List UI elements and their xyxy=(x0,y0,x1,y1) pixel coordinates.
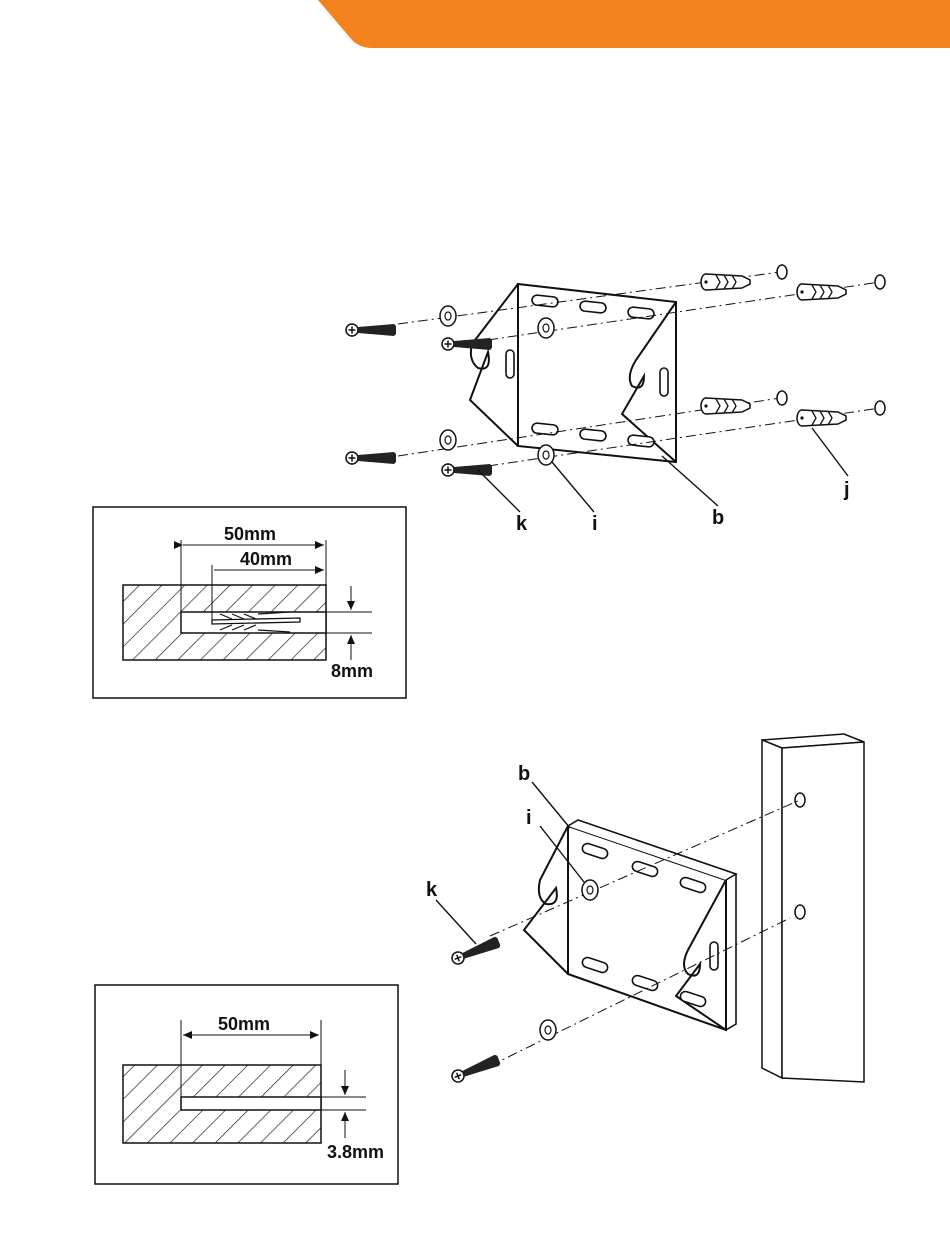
dim-50mm-wood: 50mm xyxy=(218,1014,270,1034)
wood-detail-box: 50mm 3.8mm xyxy=(95,985,398,1184)
callout-b: b xyxy=(712,507,724,529)
callout-k: k xyxy=(516,513,528,535)
callout-k-post: k xyxy=(426,879,438,901)
bracket-b-post xyxy=(524,820,736,1030)
callout-j: j xyxy=(843,479,850,501)
callout-b-post: b xyxy=(518,763,530,785)
dim-8mm: 8mm xyxy=(331,661,373,681)
post-mount-drawing: b i k xyxy=(426,734,864,1084)
bracket-b xyxy=(470,284,676,462)
wooden-post xyxy=(762,734,864,1082)
wall-mount-drawing: k i b j xyxy=(346,265,885,535)
dim-40mm: 40mm xyxy=(240,549,292,569)
dim-50mm-concrete: 50mm xyxy=(224,524,276,544)
concrete-detail-box: 50mm 40mm 8mm xyxy=(93,507,406,698)
dim-3-8mm: 3.8mm xyxy=(327,1142,384,1162)
callout-i: i xyxy=(592,513,598,535)
callout-i-post: i xyxy=(526,807,532,829)
